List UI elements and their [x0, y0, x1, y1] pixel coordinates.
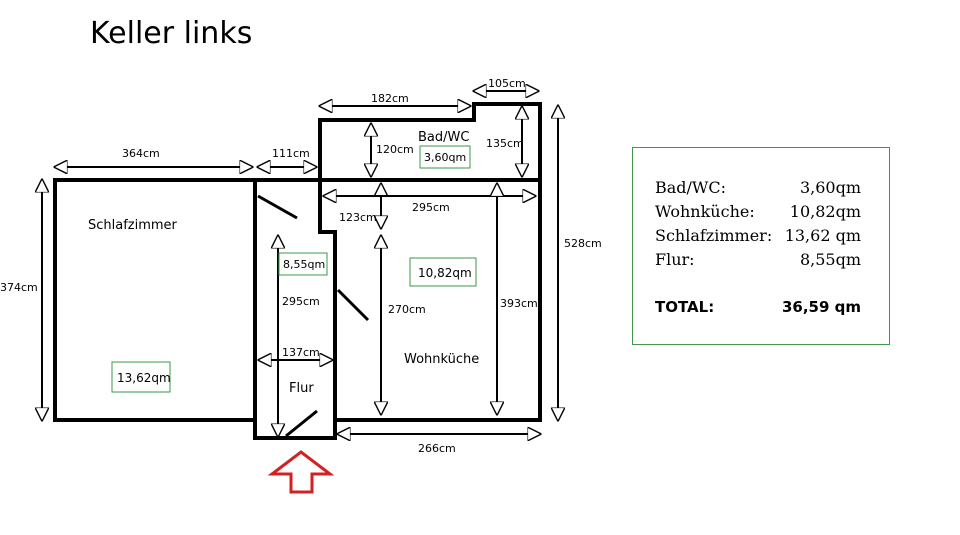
summary-row: Wohnküche: 10,82qm: [655, 202, 867, 221]
dim-label-295-flur: 295cm: [282, 295, 320, 308]
area-summary-box: Bad/WC: 3,60qm Wohnküche: 10,82qm Schlaf…: [632, 147, 890, 345]
summary-value: 3,60qm: [799, 178, 861, 197]
dimension-arrows: [42, 91, 558, 436]
area-box-wohnkueche: [409, 257, 477, 287]
dim-label-364: 364cm: [122, 147, 160, 160]
page-title: Keller links: [90, 16, 253, 51]
door-schlafzimmer: [257, 194, 298, 220]
room-name-wohnkueche: Wohnküche: [404, 352, 479, 367]
area-label-flur: 8,55qm: [283, 258, 325, 271]
dim-label-270: 270cm: [388, 303, 426, 316]
dim-label-135: 135cm: [486, 137, 524, 150]
dim-label-182: 182cm: [371, 92, 409, 105]
flur-right-wall: [318, 180, 337, 420]
dim-label-137: 137cm: [282, 346, 320, 359]
area-label-schlafzimmer: 13,62qm: [117, 371, 171, 385]
outer-wall: [253, 102, 542, 440]
dim-label-123: 123cm: [339, 211, 377, 224]
door-entrance: [285, 409, 318, 438]
dim-label-528: 528cm: [564, 237, 602, 250]
area-label-bad: 3,60qm: [424, 151, 466, 164]
summary-row: Schlafzimmer: 13,62 qm: [655, 226, 867, 245]
area-box-schlafzimmer: [111, 361, 171, 393]
dim-label-105: 105cm: [488, 77, 526, 90]
room-names: Schlafzimmer Bad/WC Flur Wohnküche: [88, 130, 479, 396]
dim-label-393: 393cm: [500, 297, 538, 310]
summary-value: 8,55qm: [799, 250, 861, 269]
area-labels: 13,62qm 3,60qm 8,55qm 10,82qm: [111, 145, 477, 393]
summary-value: 10,82qm: [789, 202, 861, 221]
summary-total-value: 36,59 qm: [781, 298, 861, 316]
summary-label: Flur:: [655, 250, 695, 269]
dim-label-374: 374cm: [0, 281, 38, 294]
room-name-flur: Flur: [289, 381, 314, 396]
dimension-labels: 364cm 111cm 182cm 105cm 120cm 135cm 123c…: [0, 77, 602, 455]
area-box-bad: [419, 145, 471, 169]
area-label-wohnkueche: 10,82qm: [418, 266, 472, 280]
room-name-schlafzimmer: Schlafzimmer: [88, 218, 178, 233]
area-box-flur: [278, 252, 328, 276]
summary-value: 13,62 qm: [784, 226, 861, 245]
summary-label: Bad/WC:: [655, 178, 727, 197]
dim-label-120: 120cm: [376, 143, 414, 156]
doors: [257, 194, 370, 438]
walls: [53, 102, 542, 440]
summary-row: Bad/WC: 3,60qm: [655, 178, 867, 197]
summary-label: Schlafzimmer:: [655, 226, 773, 245]
dim-label-295-top: 295cm: [412, 201, 450, 214]
summary-row: Flur: 8,55qm: [655, 250, 867, 269]
summary-total-label: TOTAL:: [655, 298, 715, 316]
summary-label: Wohnküche:: [655, 202, 755, 221]
dim-label-111: 111cm: [272, 147, 310, 160]
door-wohnkueche: [336, 288, 370, 322]
room-name-bad: Bad/WC: [418, 130, 469, 145]
entrance-arrow-icon: [267, 450, 335, 494]
summary-total-row: TOTAL: 36,59 qm: [655, 298, 867, 316]
dim-label-266: 266cm: [418, 442, 456, 455]
